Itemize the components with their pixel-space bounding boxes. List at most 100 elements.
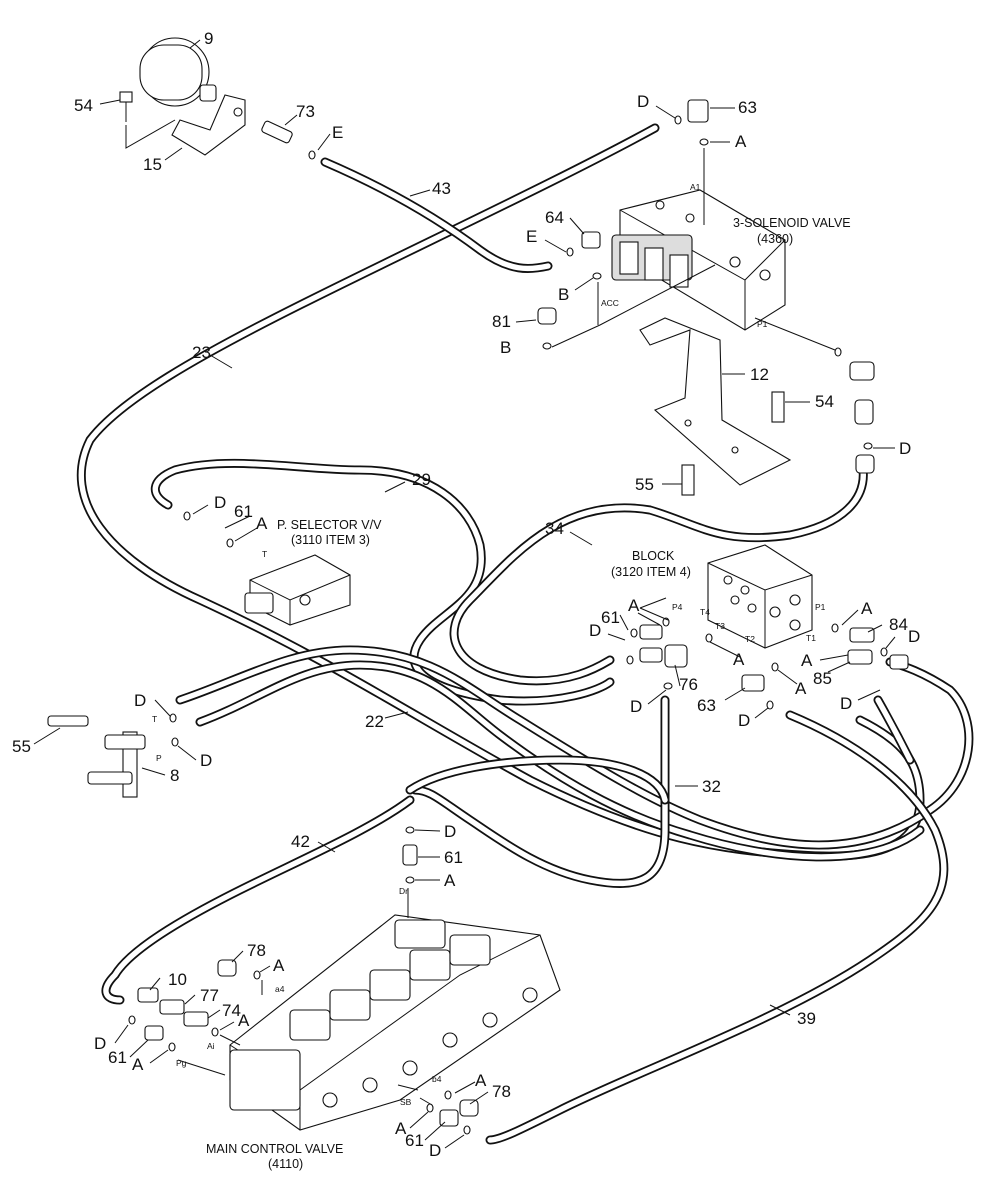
- port-t2: T2: [745, 634, 755, 644]
- callout-a-block-low: A: [795, 679, 807, 698]
- callout-61-mcv-left: 61: [108, 1048, 127, 1067]
- hose-39: [485, 710, 949, 1145]
- callout-d-mcv-bottom: D: [429, 1141, 441, 1160]
- callout-d-76: D: [630, 697, 642, 716]
- port-a4: a4: [275, 984, 285, 994]
- selector-valve-body: [244, 554, 351, 626]
- main-control-valve: [229, 914, 561, 1131]
- callout-34: 34: [545, 519, 564, 538]
- leader-lines: [33, 39, 896, 1149]
- bolt-54-top: [119, 91, 176, 149]
- callout-d-mcv-left: D: [94, 1034, 106, 1053]
- callouts: 9 54 73 E 15 43 D 63 A 64 E B 81 B 12 54…: [12, 29, 920, 1160]
- solenoid-valve-ref: (4360): [757, 232, 793, 246]
- callout-78-right: 78: [492, 1082, 511, 1101]
- accumulator: [139, 37, 217, 107]
- callout-74: 74: [222, 1001, 241, 1020]
- callout-d-84: D: [908, 627, 920, 646]
- port-p1-solenoid: P1: [757, 319, 768, 329]
- port-labels: A1 ACC P1 T P4 T4 T3 P1 T1 T2 T P Dr a4 …: [152, 182, 826, 1107]
- callout-d-63: D: [738, 711, 750, 730]
- hose-34: [449, 458, 868, 686]
- callout-15: 15: [143, 155, 162, 174]
- solenoid-valve-body: [611, 189, 786, 331]
- connector-73: [261, 120, 293, 144]
- callout-a-block-top: A: [628, 596, 640, 615]
- port-ai: Ai: [207, 1041, 215, 1051]
- callout-84: 84: [889, 615, 908, 634]
- fittings-solenoid: [537, 99, 875, 496]
- accumulator-bracket: [171, 94, 246, 156]
- tee-bracket-8: [47, 715, 146, 798]
- callout-77: 77: [200, 986, 219, 1005]
- hose-23: [76, 123, 925, 861]
- port-pg: Pg: [176, 1058, 187, 1068]
- o-rings: [128, 115, 888, 1135]
- callout-29: 29: [412, 470, 431, 489]
- callout-54-right: 54: [815, 392, 834, 411]
- hose-22: [175, 645, 974, 850]
- port-dr: Dr: [399, 886, 408, 896]
- callout-d-small-bottom: D: [200, 751, 212, 770]
- component-labels: 3-SOLENOID VALVE (4360) P. SELECTOR V/V …: [206, 216, 851, 1171]
- port-p-small: P: [156, 753, 162, 763]
- hose-42: [101, 755, 670, 1005]
- port-t3: T3: [715, 621, 725, 631]
- callout-61-mcv-top: 61: [444, 848, 463, 867]
- solenoid-bracket-12: [639, 317, 792, 486]
- callout-55-left: 55: [12, 737, 31, 756]
- port-t-selector: T: [262, 549, 267, 559]
- block-name: BLOCK: [632, 549, 675, 563]
- callout-78-left: 78: [247, 941, 266, 960]
- callout-81: 81: [492, 312, 511, 331]
- port-p4: P4: [672, 602, 683, 612]
- callout-d-85: D: [840, 694, 852, 713]
- callout-d-selector: D: [214, 493, 226, 512]
- port-b4: b4: [432, 1074, 442, 1084]
- callout-61-selector: 61: [234, 502, 253, 521]
- callout-d-small-top: D: [134, 691, 146, 710]
- port-t1: T1: [806, 633, 816, 643]
- callout-d-top: D: [637, 92, 649, 111]
- callout-b-lower: B: [500, 338, 511, 357]
- callout-a-74: A: [238, 1011, 250, 1030]
- main-control-valve-name: MAIN CONTROL VALVE: [206, 1142, 343, 1156]
- callout-a-78-left: A: [273, 956, 285, 975]
- hose-85-line: [873, 695, 915, 765]
- port-a1: A1: [690, 182, 701, 192]
- callout-b-upper: B: [558, 285, 569, 304]
- callout-85: 85: [813, 669, 832, 688]
- callout-a-block-right: A: [861, 599, 873, 618]
- hose-43: [320, 157, 553, 274]
- callout-a-mcv-bottom: A: [395, 1119, 407, 1138]
- callout-43: 43: [432, 179, 451, 198]
- port-p1-block: P1: [815, 602, 826, 612]
- main-control-valve-ref: (4110): [268, 1157, 303, 1171]
- port-sb: SB: [400, 1097, 412, 1107]
- block-ref: (3120 ITEM 4): [611, 565, 691, 579]
- callout-32: 32: [702, 777, 721, 796]
- callout-d-right: D: [899, 439, 911, 458]
- callout-54-top: 54: [74, 96, 93, 115]
- callout-a-78-right: A: [475, 1071, 487, 1090]
- callout-23: 23: [192, 343, 211, 362]
- hose-32: [410, 695, 670, 888]
- callout-39: 39: [797, 1009, 816, 1028]
- callout-12: 12: [750, 365, 769, 384]
- callout-61-mcv-bottom: 61: [405, 1131, 424, 1150]
- callout-e-mid: E: [526, 227, 537, 246]
- callout-d-mcv-top: D: [444, 822, 456, 841]
- callout-64: 64: [545, 208, 564, 227]
- callout-76: 76: [679, 675, 698, 694]
- callout-63-block: 63: [697, 696, 716, 715]
- selector-valve-name: P. SELECTOR V/V: [277, 518, 382, 532]
- block-body: [707, 544, 813, 649]
- callout-a-selector: A: [256, 514, 268, 533]
- hose-22b: [195, 660, 925, 862]
- port-t-small: T: [152, 714, 157, 724]
- callout-d-block-left: D: [589, 621, 601, 640]
- block-fittings: [639, 624, 909, 692]
- callout-9: 9: [204, 29, 213, 48]
- port-acc: ACC: [601, 298, 619, 308]
